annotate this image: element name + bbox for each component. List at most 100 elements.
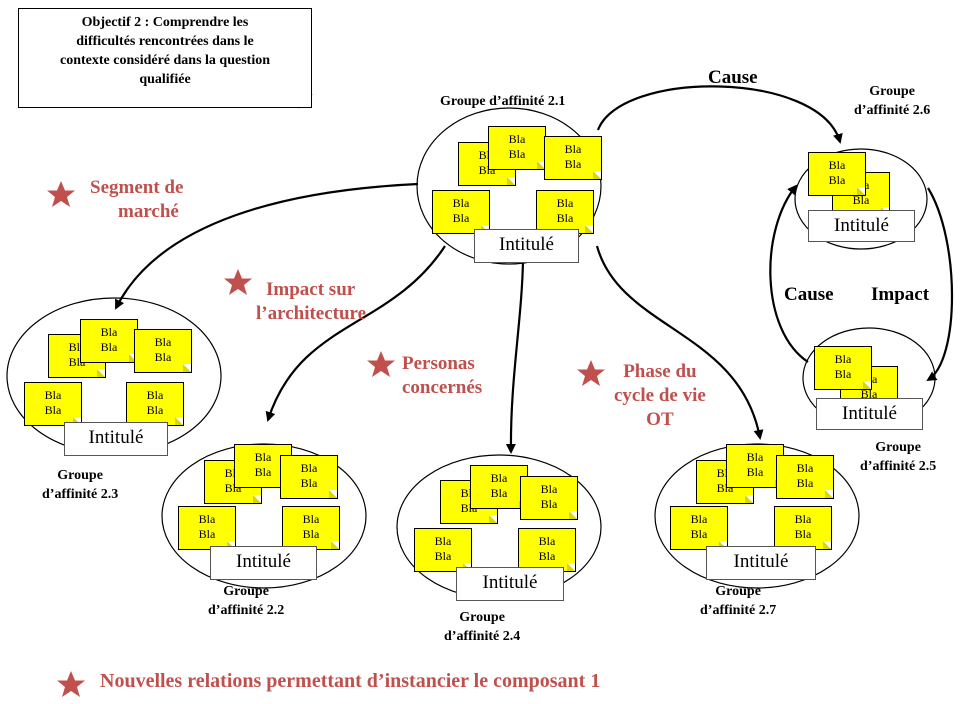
arrow-to-group-2-7	[595, 245, 764, 440]
group-2-3-title: Intitulé	[64, 422, 168, 456]
facet-line: OT	[646, 409, 674, 430]
sticky-text: Bla	[146, 403, 164, 417]
group-2-2-title: Intitulé	[210, 546, 317, 580]
relation-cause-top: Cause	[708, 67, 758, 88]
group-2-7-title: Intitulé	[706, 546, 816, 580]
group-2-1-title: Intitulé	[474, 229, 579, 263]
facet-star-phase	[577, 360, 605, 386]
arrow-to-group-2-3	[115, 182, 419, 310]
facet-segment-label: Segment de marché	[90, 176, 183, 224]
sticky-text: Bla	[254, 450, 272, 464]
objective-line: contexte considéré dans la question	[60, 53, 270, 68]
sticky-text: Bla	[100, 325, 118, 339]
facet-line: marché	[118, 201, 179, 222]
objective-line: difficultés rencontrées dans le	[76, 34, 254, 49]
sticky-text: Bla	[198, 512, 216, 526]
sticky-text: Bla	[538, 534, 556, 548]
sticky-text: Bla	[198, 527, 216, 541]
relation-cause-side: Cause	[784, 284, 834, 305]
sticky-text: Bla	[794, 527, 812, 541]
group-2-4-title: Intitulé	[456, 567, 564, 601]
facet-line: Segment de	[90, 177, 184, 198]
group-label-line: d’affinité 2.3	[42, 487, 119, 502]
sticky-text: Bla	[564, 142, 582, 156]
group-2-3-label: Groupe d’affinité 2.3	[42, 466, 118, 504]
facet-line: concernés	[402, 377, 483, 398]
group-label-line: Groupe	[57, 468, 103, 483]
sticky-text: Bla	[540, 482, 558, 496]
objective-line: qualifiée	[139, 72, 191, 87]
sticky-text: Bla	[796, 476, 814, 490]
sticky-text: Bla	[690, 527, 708, 541]
objective-line: Objectif 2 : Comprendre les	[81, 15, 249, 30]
sticky-text: Bla	[254, 465, 272, 479]
sticky-text: Bla	[746, 465, 764, 479]
group-label-line: d’affinité 2.6	[854, 103, 931, 118]
sticky-text: Bla	[490, 486, 508, 500]
sticky-text: Bla	[300, 476, 318, 490]
sticky-text: Bla	[540, 497, 558, 511]
group-label-line: Groupe	[715, 584, 761, 599]
sticky-text: Bla	[100, 340, 118, 354]
sticky-text: Bla	[302, 512, 320, 526]
sticky-text: Bla	[690, 512, 708, 526]
sticky-text: Bla	[44, 388, 62, 402]
arrow-to-group-2-2	[265, 245, 446, 422]
sticky-text: Bla	[564, 157, 582, 171]
sticky-text: Bla	[508, 147, 526, 161]
sticky-text: Bla	[834, 352, 852, 366]
sticky-text: Bla	[834, 367, 852, 381]
group-label-line: Groupe	[869, 84, 915, 99]
group-2-6-label: Groupe d’affinité 2.6	[854, 82, 930, 120]
group-label-line: d’affinité 2.7	[700, 603, 777, 618]
sticky-text: Bla	[452, 196, 470, 210]
facet-line: Impact sur	[266, 279, 356, 300]
group-2-5-title: Intitulé	[816, 398, 923, 430]
sticky-text: Bla	[434, 549, 452, 563]
sticky-text: Bla	[508, 132, 526, 146]
sticky-text: Bla	[434, 534, 452, 548]
facet-line: cycle de vie	[614, 385, 706, 406]
facet-star-personas	[367, 351, 395, 377]
sticky-text: Bla	[794, 512, 812, 526]
sticky-text: Bla	[746, 450, 764, 464]
arrow-cause-to-group-2-6	[596, 85, 843, 144]
legend-star	[57, 671, 85, 697]
sticky-text: Bla	[44, 403, 62, 417]
sticky-text: Bla	[852, 193, 870, 207]
objective-box: Objectif 2 : Comprendre les difficultés …	[18, 8, 312, 108]
facet-line: Phase du	[623, 361, 697, 382]
legend-text: Nouvelles relations permettant d’instanc…	[100, 670, 601, 692]
group-label-line: d’affinité 2.5	[860, 459, 937, 474]
facet-star-impact	[224, 269, 252, 295]
sticky-text: Bla	[452, 211, 470, 225]
sticky-text: Bla	[538, 549, 556, 563]
sticky-text: Bla	[146, 388, 164, 402]
sticky-text: Bla	[300, 461, 318, 475]
sticky-text: Bla	[490, 471, 508, 485]
sticky-text: Bla	[828, 173, 846, 187]
arrow-to-group-2-4	[505, 259, 525, 454]
arrow-cause-2-5-to-2-6	[769, 184, 809, 363]
